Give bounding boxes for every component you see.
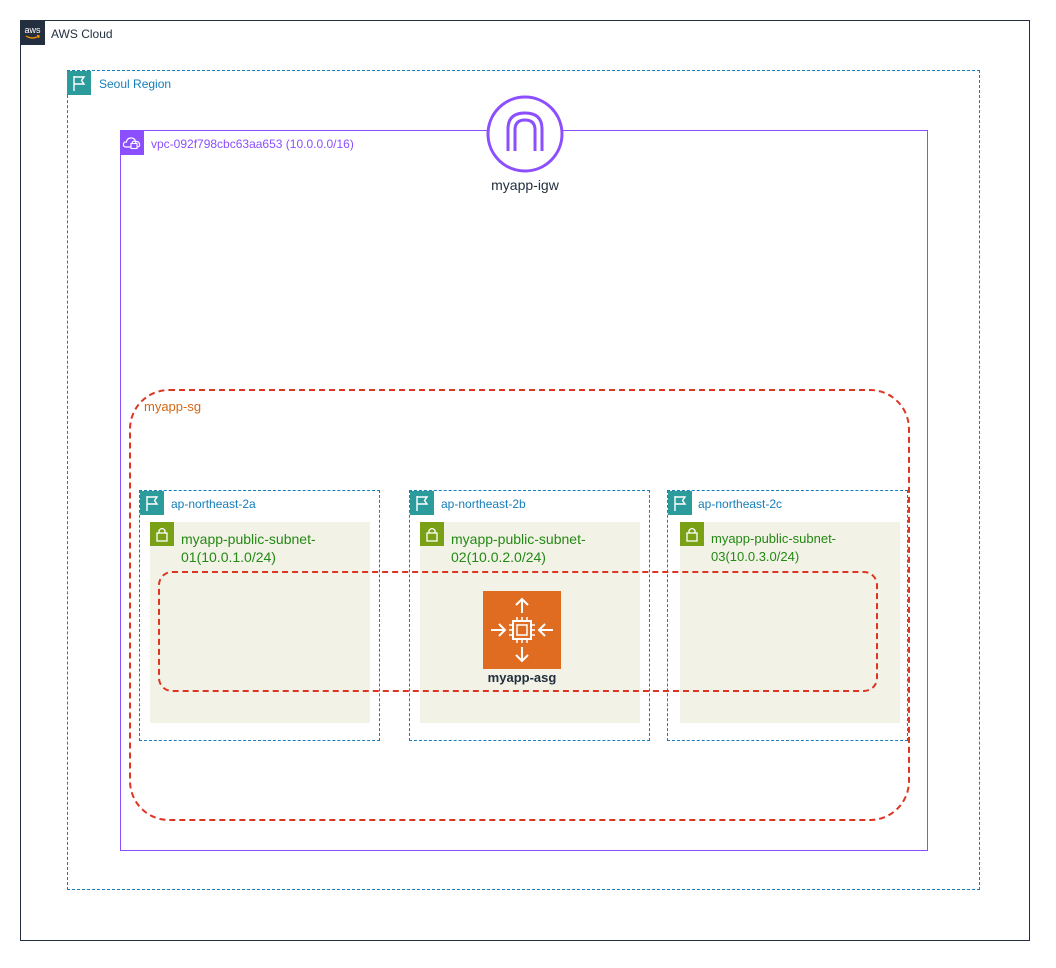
subnet-03-name: myapp-public-subnet- xyxy=(711,531,837,546)
aws-cloud-label: AWS Cloud xyxy=(51,27,113,41)
asg-label: myapp-asg xyxy=(487,670,557,685)
availability-zone-a xyxy=(139,490,380,741)
vpc-cloud-lock-icon xyxy=(120,131,144,155)
aws-cloud-group xyxy=(20,20,1030,941)
subnet-01-label: myapp-public-subnet- 01(10.0.1.0/24) xyxy=(181,530,316,566)
public-subnet-01 xyxy=(150,522,370,723)
public-subnet-03 xyxy=(680,522,900,723)
region-label: Seoul Region xyxy=(99,77,172,91)
subnet-01-name: myapp-public-subnet- xyxy=(181,531,316,547)
flag-icon xyxy=(668,491,692,515)
subnet-02-name: myapp-public-subnet- xyxy=(451,531,586,547)
lock-icon xyxy=(420,522,444,546)
subnet-03-label: myapp-public-subnet- 03(10.0.3.0/24) xyxy=(711,530,836,566)
lock-icon xyxy=(150,522,174,546)
auto-scaling-icon xyxy=(483,591,561,669)
subnet-02-cidr: 02(10.0.2.0/24) xyxy=(451,549,546,565)
subnet-02-label: myapp-public-subnet- 02(10.0.2.0/24) xyxy=(451,530,586,566)
internet-gateway-icon xyxy=(486,95,564,173)
igw-label: myapp-igw xyxy=(491,177,559,193)
vpc-label: vpc-092f798cbc63aa653 (10.0.0.0/16) xyxy=(151,137,354,151)
az-b-label: ap-northeast-2b xyxy=(441,497,526,511)
availability-zone-b xyxy=(409,490,650,741)
security-group xyxy=(129,389,910,821)
availability-zone-c xyxy=(667,490,908,741)
flag-icon xyxy=(140,491,164,515)
aws-logo-text: aws xyxy=(24,25,41,35)
subnet-03-cidr: 03(10.0.3.0/24) xyxy=(711,549,800,564)
az-a-label: ap-northeast-2a xyxy=(171,497,256,511)
security-group-label: myapp-sg xyxy=(144,399,202,414)
flag-icon xyxy=(67,71,91,95)
region-group xyxy=(67,70,980,890)
auto-scaling-boundary xyxy=(158,571,878,692)
lock-icon xyxy=(680,522,704,546)
az-c-label: ap-northeast-2c xyxy=(698,497,783,511)
subnet-01-cidr: 01(10.0.1.0/24) xyxy=(181,549,276,565)
aws-logo-icon: aws xyxy=(20,20,45,45)
flag-icon xyxy=(410,491,434,515)
